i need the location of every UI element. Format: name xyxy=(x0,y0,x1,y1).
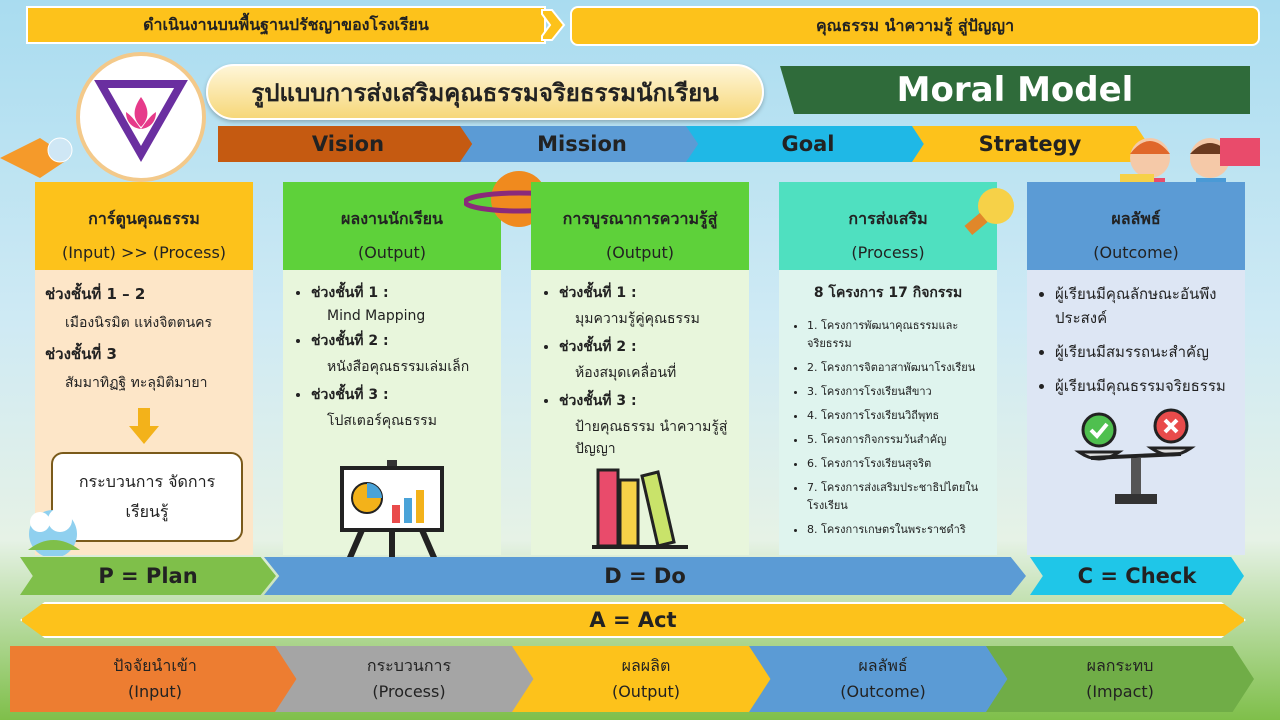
presentation-board-icon xyxy=(293,460,491,560)
list-item: ช่วงชั้นที่ 2 :ห้องสมุดเคลื่อนที่ xyxy=(559,336,739,384)
chevron-label: Strategy xyxy=(978,132,1082,156)
pdca-plan: P = Plan xyxy=(20,557,276,595)
list-item: ผู้เรียนมีคุณธรรมจริยธรรม xyxy=(1055,374,1235,398)
philosophy-banner: ดำเนินงานบนพื้นฐานปรัชญาของโรงเรียน xyxy=(26,6,546,44)
project-item: 2. โครงการจิตอาสาพัฒนาโรงเรียน xyxy=(807,358,987,376)
project-item: 5. โครงการกิจกรรมวันสำคัญ xyxy=(807,430,987,448)
column-body-outcome: ผู้เรียนมีคุณลักษณะอันพึงประสงค์ ผู้เรีย… xyxy=(1027,270,1245,555)
pdca-do-label: D = Do xyxy=(604,564,686,588)
projects-heading: 8 โครงการ 17 กิจกรรม xyxy=(813,285,963,301)
stage-detail: สัมมาทิฏฐิ ทะลุมิติมายา xyxy=(65,375,208,391)
stage-label: ช่วงชั้นที่ 3 xyxy=(45,345,117,363)
process-process: กระบวนการ (Process) xyxy=(275,646,543,712)
chevron-vision: Vision xyxy=(218,126,478,162)
process-label: ผลกระทบ xyxy=(1086,656,1154,675)
rocket-kid-icon xyxy=(0,128,80,188)
process-sub: (Input) xyxy=(128,682,182,701)
pdca-check-label: C = Check xyxy=(1077,564,1197,588)
pdca-act-label: A = Act xyxy=(589,608,677,632)
stage-label: ช่วงชั้นที่ 1 – 2 xyxy=(45,285,146,303)
chevron-goal: Goal xyxy=(686,126,930,162)
pdca-do: D = Do xyxy=(264,557,1026,595)
process-output: ผลผลิต (Output) xyxy=(512,646,780,712)
project-item: 7. โครงการส่งเสริมประชาธิปไตยในโรงเรียน xyxy=(807,478,987,514)
process-label: กระบวนการ xyxy=(366,656,452,675)
column-title: การบูรณาการความรู้สู่ xyxy=(562,209,718,228)
stage-list: ช่วงชั้นที่ 1 :มุมความรู้คู่คุณธรรม ช่วง… xyxy=(541,282,739,460)
column-title: ผลลัพธ์ xyxy=(1111,209,1161,228)
process-sub: (Process) xyxy=(372,682,446,701)
list-item: ช่วงชั้นที่ 1 :Mind Mapping xyxy=(311,282,491,324)
column-title: ผลงานนักเรียน xyxy=(341,209,443,228)
project-item: 1. โครงการพัฒนาคุณธรรมและจริยธรรม xyxy=(807,316,987,352)
process-impact: ผลกระทบ (Impact) xyxy=(986,646,1254,712)
column-title: การ์ตูนคุณธรรม xyxy=(88,209,200,228)
process-sub: (Output) xyxy=(611,682,681,701)
projects-list: 1. โครงการพัฒนาคุณธรรมและจริยธรรม 2. โครง… xyxy=(789,316,987,538)
column-subtitle: (Output) xyxy=(357,243,427,262)
list-item: ผู้เรียนมีสมรรถนะสำคัญ xyxy=(1055,340,1235,364)
pdca-plan-label: P = Plan xyxy=(98,564,198,588)
balance-scale-icon xyxy=(1037,408,1235,508)
column-header-cartoon: การ์ตูนคุณธรรม (Input) >> (Process) xyxy=(35,182,253,270)
process-label: ผลลัพธ์ xyxy=(858,656,908,675)
project-item: 3. โครงการโรงเรียนสีขาว xyxy=(807,382,987,400)
page-title: รูปแบบการส่งเสริมคุณธรรมจริยธรรมนักเรียน xyxy=(206,64,764,120)
chevron-mission: Mission xyxy=(460,126,704,162)
column-subtitle: (Outcome) xyxy=(1093,243,1179,262)
stage-list: ช่วงชั้นที่ 1 :Mind Mapping ช่วงชั้นที่ … xyxy=(293,282,491,432)
process-sub: (Impact) xyxy=(1086,682,1154,701)
column-body-promotion: 8 โครงการ 17 กิจกรรม 1. โครงการพัฒนาคุณธ… xyxy=(779,270,997,555)
pdca-check: C = Check xyxy=(1030,557,1244,595)
list-item: ช่วงชั้นที่ 2 :หนังสือคุณธรรมเล่มเล็ก xyxy=(311,330,491,378)
process-sub: (Outcome) xyxy=(840,682,926,701)
column-header-promotion: การส่งเสริม (Process) xyxy=(779,182,997,270)
column-subtitle: (Input) >> (Process) xyxy=(61,243,227,262)
pdca-act: A = Act xyxy=(20,602,1246,638)
process-label: ผลผลิต xyxy=(621,656,671,675)
column-body-cartoon: ช่วงชั้นที่ 1 – 2 เมืองนิรมิต แห่งจิตตนค… xyxy=(35,270,253,555)
column-header-outcome: ผลลัพธ์ (Outcome) xyxy=(1027,182,1245,270)
project-item: 6. โครงการโรงเรียนสุจริต xyxy=(807,454,987,472)
column-body-integration: ช่วงชั้นที่ 1 :มุมความรู้คู่คุณธรรม ช่วง… xyxy=(531,270,749,555)
column-subtitle: (Process) xyxy=(851,243,925,262)
lightbulb-icon xyxy=(948,180,1026,244)
project-item: 8. โครงการเกษตรในพระราชดำริ xyxy=(807,520,987,538)
chevron-strategy: Strategy xyxy=(912,126,1148,162)
project-item: 4. โครงการโรงเรียนวิถีพุทธ xyxy=(807,406,987,424)
column-subtitle: (Output) xyxy=(605,243,675,262)
process-label: ปัจจัยนำเข้า xyxy=(113,656,197,675)
school-logo xyxy=(76,52,206,182)
books-icon xyxy=(541,466,739,550)
learning-process-box: กระบวนการ จัดการเรียนรู้ xyxy=(51,452,243,542)
arrow-down-icon xyxy=(45,408,243,444)
column-title: การส่งเสริม xyxy=(848,209,928,228)
arrow-right-icon xyxy=(540,6,566,44)
chevron-label: Mission xyxy=(537,132,627,156)
outcome-list: ผู้เรียนมีคุณลักษณะอันพึงประสงค์ ผู้เรีย… xyxy=(1037,282,1235,398)
column-header-student-work: ผลงานนักเรียน (Output) xyxy=(283,182,501,270)
process-input: ปัจจัยนำเข้า (Input) xyxy=(10,646,300,712)
stage-detail: เมืองนิรมิต แห่งจิตตนคร xyxy=(65,315,213,331)
list-item: ช่วงชั้นที่ 1 :มุมความรู้คู่คุณธรรม xyxy=(559,282,739,330)
process-outcome: ผลลัพธ์ (Outcome) xyxy=(749,646,1017,712)
chevron-label: Goal xyxy=(781,132,835,156)
column-header-integration: การบูรณาการความรู้สู่ (Output) xyxy=(531,182,749,270)
list-item: ผู้เรียนมีคุณลักษณะอันพึงประสงค์ xyxy=(1055,282,1235,330)
list-item: ช่วงชั้นที่ 3 :โปสเตอร์คุณธรรม xyxy=(311,384,491,432)
motto-banner: คุณธรรม นำความรู้ สู่ปัญญา xyxy=(570,6,1260,46)
list-item: ช่วงชั้นที่ 3 :ป้ายคุณธรรม นำความรู้สู่ป… xyxy=(559,390,739,460)
model-title: Moral Model xyxy=(780,66,1250,114)
cloud-icon xyxy=(18,500,88,558)
column-body-student-work: ช่วงชั้นที่ 1 :Mind Mapping ช่วงชั้นที่ … xyxy=(283,270,501,560)
chevron-label: Vision xyxy=(311,132,385,156)
